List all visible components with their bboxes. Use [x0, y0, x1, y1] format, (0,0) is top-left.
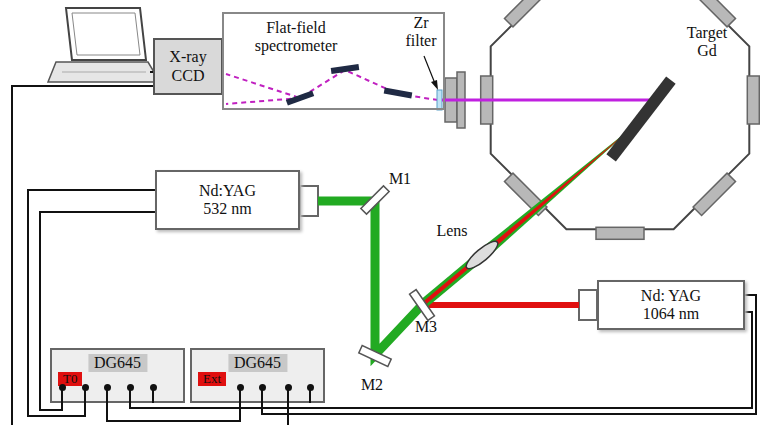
lens — [463, 238, 501, 273]
euv-beam — [442, 99, 655, 102]
red-beam — [422, 302, 579, 308]
target — [606, 77, 675, 162]
target-label: Target Gd — [678, 24, 736, 59]
chamber-port — [747, 76, 759, 124]
delay-generator: DG645Ext — [190, 348, 325, 403]
chamber-port — [693, 173, 735, 215]
trigger-cable — [107, 403, 240, 421]
terminal-dot — [59, 384, 66, 391]
device-name: DG645 — [228, 354, 287, 372]
terminal-dot — [285, 384, 292, 391]
delay-generator: DG645T0 — [50, 348, 185, 403]
laser-box: Nd:YAG 532 nm — [155, 170, 300, 230]
terminal-dot — [82, 384, 89, 391]
trigger-port: Ext — [198, 372, 226, 386]
mirror-label: M2 — [358, 376, 386, 394]
filter-label: Zr filter — [396, 14, 446, 49]
laptop-icon — [48, 8, 160, 82]
chamber-port — [504, 0, 546, 27]
box-label: Flat-field spectrometer — [234, 19, 358, 56]
terminal-dot — [259, 384, 266, 391]
terminal-dot — [104, 384, 111, 391]
lens-label: Lens — [432, 222, 472, 240]
mirror-label: M1 — [386, 170, 414, 188]
mirror-label: M3 — [412, 318, 440, 336]
chamber-wall — [491, 0, 750, 229]
laser-head — [300, 186, 318, 216]
mirror — [359, 346, 391, 367]
green-beam — [479, 121, 640, 259]
ccd-box: X-ray CCD — [153, 38, 223, 95]
terminal-dot — [127, 384, 134, 391]
terminal-dot — [307, 384, 314, 391]
chamber-port — [693, 0, 735, 27]
mirror — [410, 290, 435, 321]
terminal-dot — [237, 384, 244, 391]
spectrometer-box: Flat-field spectrometer — [222, 12, 445, 110]
vacuum-chamber — [481, 0, 760, 239]
box-label: Nd: YAG 1064 nm — [633, 287, 709, 324]
mirror — [361, 186, 389, 214]
spectrometer-optics — [226, 56, 442, 110]
laser-head — [579, 290, 597, 320]
device-name: DG645 — [88, 354, 147, 372]
terminal-dot — [150, 384, 157, 391]
box-label: Nd:YAG 532 nm — [192, 182, 264, 219]
chamber-port — [596, 227, 644, 239]
box-label: X-ray CCD — [158, 48, 218, 85]
red-beam — [481, 121, 640, 257]
laser-box: Nd: YAG 1064 nm — [597, 280, 745, 330]
green-beam — [318, 201, 422, 355]
